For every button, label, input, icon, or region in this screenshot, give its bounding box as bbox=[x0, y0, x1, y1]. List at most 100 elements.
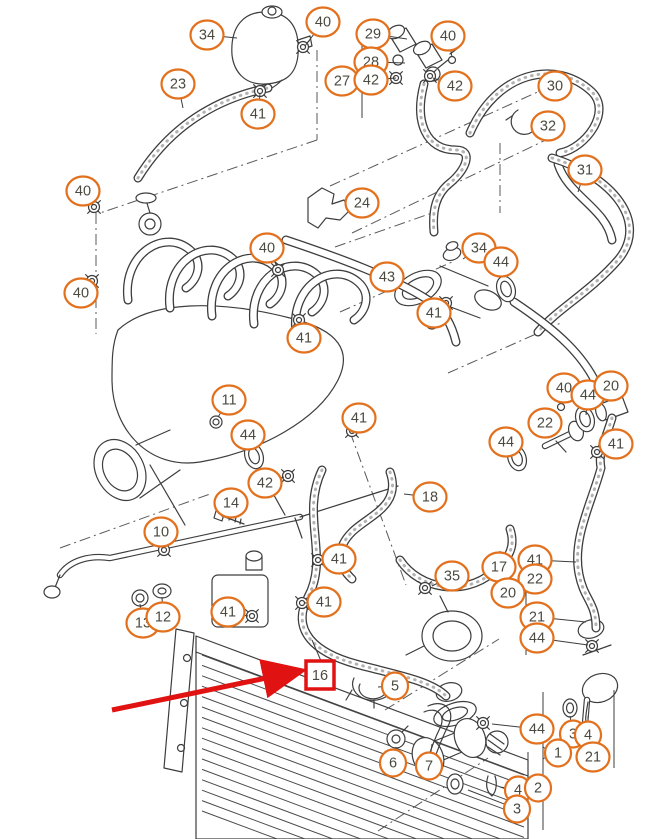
callout-number: 21 bbox=[529, 610, 545, 626]
callout-number: 20 bbox=[500, 586, 516, 602]
callout-number: 3 bbox=[513, 802, 521, 818]
pointer-arrow bbox=[111, 659, 308, 713]
radiator-drawing bbox=[163, 628, 529, 839]
callout-42: 42 bbox=[247, 467, 285, 499]
callout-21: 21 bbox=[575, 741, 611, 773]
callout-20: 20 bbox=[593, 370, 629, 402]
callout-number: 40 bbox=[259, 241, 275, 257]
callout-number: 3 bbox=[569, 727, 577, 743]
callout-40: 40 bbox=[430, 20, 466, 58]
hose-clamp-icon bbox=[281, 469, 295, 483]
callout-24: 24 bbox=[344, 187, 380, 219]
callout-11: 11 bbox=[211, 384, 247, 418]
callout-number: 41 bbox=[331, 552, 347, 568]
engine-drawing bbox=[93, 192, 371, 526]
callout-number: 41 bbox=[250, 107, 266, 123]
callout-number: 40 bbox=[556, 381, 572, 397]
callout-number: 44 bbox=[529, 722, 545, 738]
callout-5: 5 bbox=[377, 671, 410, 701]
callout-43: 43 bbox=[369, 261, 405, 293]
callout-number: 22 bbox=[527, 572, 543, 588]
callout-41: 41 bbox=[598, 428, 634, 460]
callout-number: 18 bbox=[422, 490, 438, 506]
callout-10: 10 bbox=[143, 516, 179, 549]
callout-number: 41 bbox=[296, 331, 312, 347]
callout-number: 40 bbox=[440, 29, 456, 45]
callout-23: 23 bbox=[160, 68, 196, 109]
callout-30: 30 bbox=[537, 70, 573, 102]
callout-18: 18 bbox=[403, 481, 448, 513]
callout-number: 34 bbox=[471, 241, 487, 257]
coupling-flange-icon bbox=[495, 275, 517, 303]
callout-number: 21 bbox=[585, 750, 601, 766]
callout-44: 44 bbox=[483, 246, 519, 278]
callout-number: 1 bbox=[554, 746, 562, 762]
elbow-fitting-drawing bbox=[562, 619, 619, 759]
callout-number: 40 bbox=[75, 184, 91, 200]
callout-2: 2 bbox=[523, 773, 553, 803]
callout-40: 40 bbox=[65, 175, 101, 207]
coolant-pipe-drawing bbox=[43, 415, 399, 607]
callout-34: 34 bbox=[189, 19, 238, 51]
callout-number: 22 bbox=[537, 416, 553, 432]
callout-number: 41 bbox=[351, 411, 367, 427]
callout-number: 4 bbox=[584, 728, 592, 744]
callout-number: 41 bbox=[426, 306, 442, 322]
callout-22: 22 bbox=[517, 563, 553, 595]
callout-3: 3 bbox=[467, 789, 532, 824]
callout-number: 12 bbox=[155, 610, 171, 626]
callout-40: 40 bbox=[304, 6, 341, 47]
callout-32: 32 bbox=[530, 110, 566, 142]
callout-number: 2 bbox=[534, 781, 542, 797]
callout-number: 7 bbox=[425, 759, 433, 775]
callout-number: 5 bbox=[391, 679, 399, 695]
callout-number: 32 bbox=[540, 119, 556, 135]
callout-29: 29 bbox=[355, 18, 408, 50]
callout-number: 6 bbox=[389, 756, 397, 772]
callout-number: 30 bbox=[547, 79, 563, 95]
callout-41: 41 bbox=[210, 596, 249, 628]
callout-40: 40 bbox=[249, 232, 285, 267]
callout-number: 40 bbox=[315, 15, 331, 31]
highlight-box bbox=[304, 659, 336, 691]
callout-number: 11 bbox=[221, 393, 236, 409]
callout-number: 42 bbox=[257, 476, 273, 492]
callout-44: 44 bbox=[488, 426, 524, 458]
callout-14: 14 bbox=[213, 487, 249, 519]
callout-44: 44 bbox=[491, 713, 555, 745]
callout-number: 41 bbox=[316, 595, 332, 611]
callout-42: 42 bbox=[353, 64, 397, 96]
highlighted-part-number: 16 bbox=[312, 668, 328, 684]
callout-number: 34 bbox=[199, 28, 215, 44]
callout-number: 24 bbox=[354, 196, 370, 212]
callout-number: 42 bbox=[447, 79, 463, 95]
callout-41: 41 bbox=[320, 543, 357, 575]
callout-12: 12 bbox=[145, 596, 181, 633]
callout-41: 41 bbox=[286, 322, 322, 354]
bracket-24-drawing bbox=[307, 187, 351, 229]
callout-44: 44 bbox=[519, 622, 589, 654]
callout-number: 29 bbox=[365, 27, 381, 43]
callout-41: 41 bbox=[303, 586, 342, 618]
callout-1: 1 bbox=[543, 738, 573, 768]
callout-41: 41 bbox=[240, 93, 276, 130]
hose-clamp-icon bbox=[418, 581, 432, 595]
callout-number: 42 bbox=[363, 73, 379, 89]
callout-number: 41 bbox=[220, 605, 236, 621]
callout-17: 17 bbox=[481, 550, 517, 583]
highlight-layer: 16 bbox=[111, 639, 336, 713]
callout-number: 20 bbox=[603, 379, 619, 395]
callout-number: 44 bbox=[493, 255, 509, 271]
callout-number: 44 bbox=[529, 631, 545, 647]
callout-22: 22 bbox=[527, 407, 563, 439]
callout-number: 41 bbox=[608, 437, 624, 453]
hose-clamp-icon bbox=[423, 69, 437, 83]
callout-number: 23 bbox=[170, 77, 186, 93]
callout-20: 20 bbox=[490, 577, 526, 609]
hose-clamp-icon bbox=[476, 716, 490, 730]
hose-clamp-icon bbox=[585, 639, 599, 653]
hose-clamp-icon bbox=[253, 84, 267, 98]
